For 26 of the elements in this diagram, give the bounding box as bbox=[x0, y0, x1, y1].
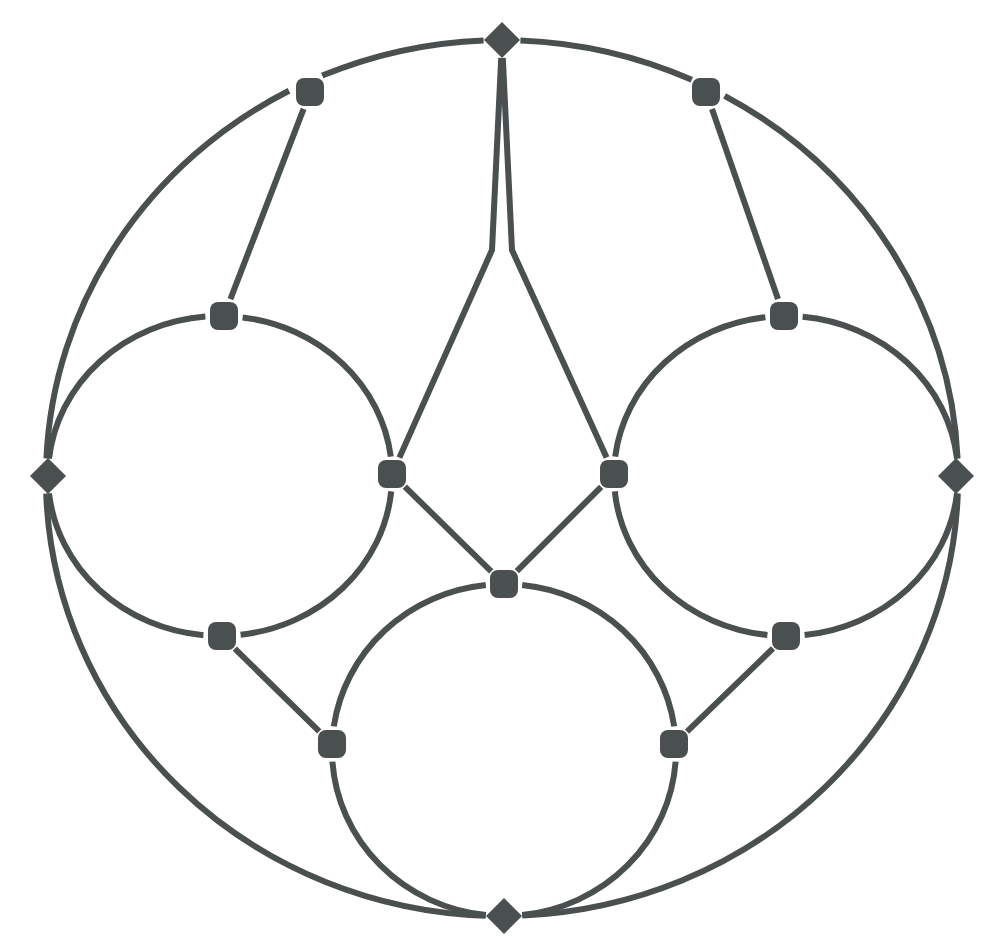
graph-edge bbox=[804, 492, 960, 638]
graph-edge bbox=[611, 490, 768, 638]
graph-edge bbox=[240, 490, 395, 638]
graph-edge bbox=[612, 314, 766, 458]
graph-edge bbox=[520, 37, 693, 83]
graph-edge bbox=[242, 314, 394, 458]
graph-edge bbox=[232, 646, 322, 734]
graph-edge bbox=[522, 493, 961, 919]
graph-edge bbox=[227, 107, 307, 301]
graph-edge bbox=[499, 57, 610, 459]
graph-edge bbox=[46, 313, 206, 460]
graph-edge bbox=[43, 88, 291, 459]
graph-edge bbox=[321, 37, 484, 79]
graph-edge bbox=[402, 484, 494, 574]
graph-edge bbox=[684, 646, 776, 734]
graph-edge bbox=[709, 108, 781, 300]
graph-edge bbox=[330, 582, 487, 728]
graph-edge bbox=[521, 582, 678, 728]
graph-edge bbox=[43, 493, 486, 919]
graph-edge bbox=[329, 761, 487, 918]
graph-edge bbox=[802, 313, 960, 460]
graph-edge bbox=[46, 492, 204, 639]
graph-edge bbox=[521, 761, 679, 918]
graph-edge bbox=[723, 93, 961, 459]
graph-edge bbox=[514, 484, 604, 574]
graph-edge bbox=[396, 57, 505, 459]
